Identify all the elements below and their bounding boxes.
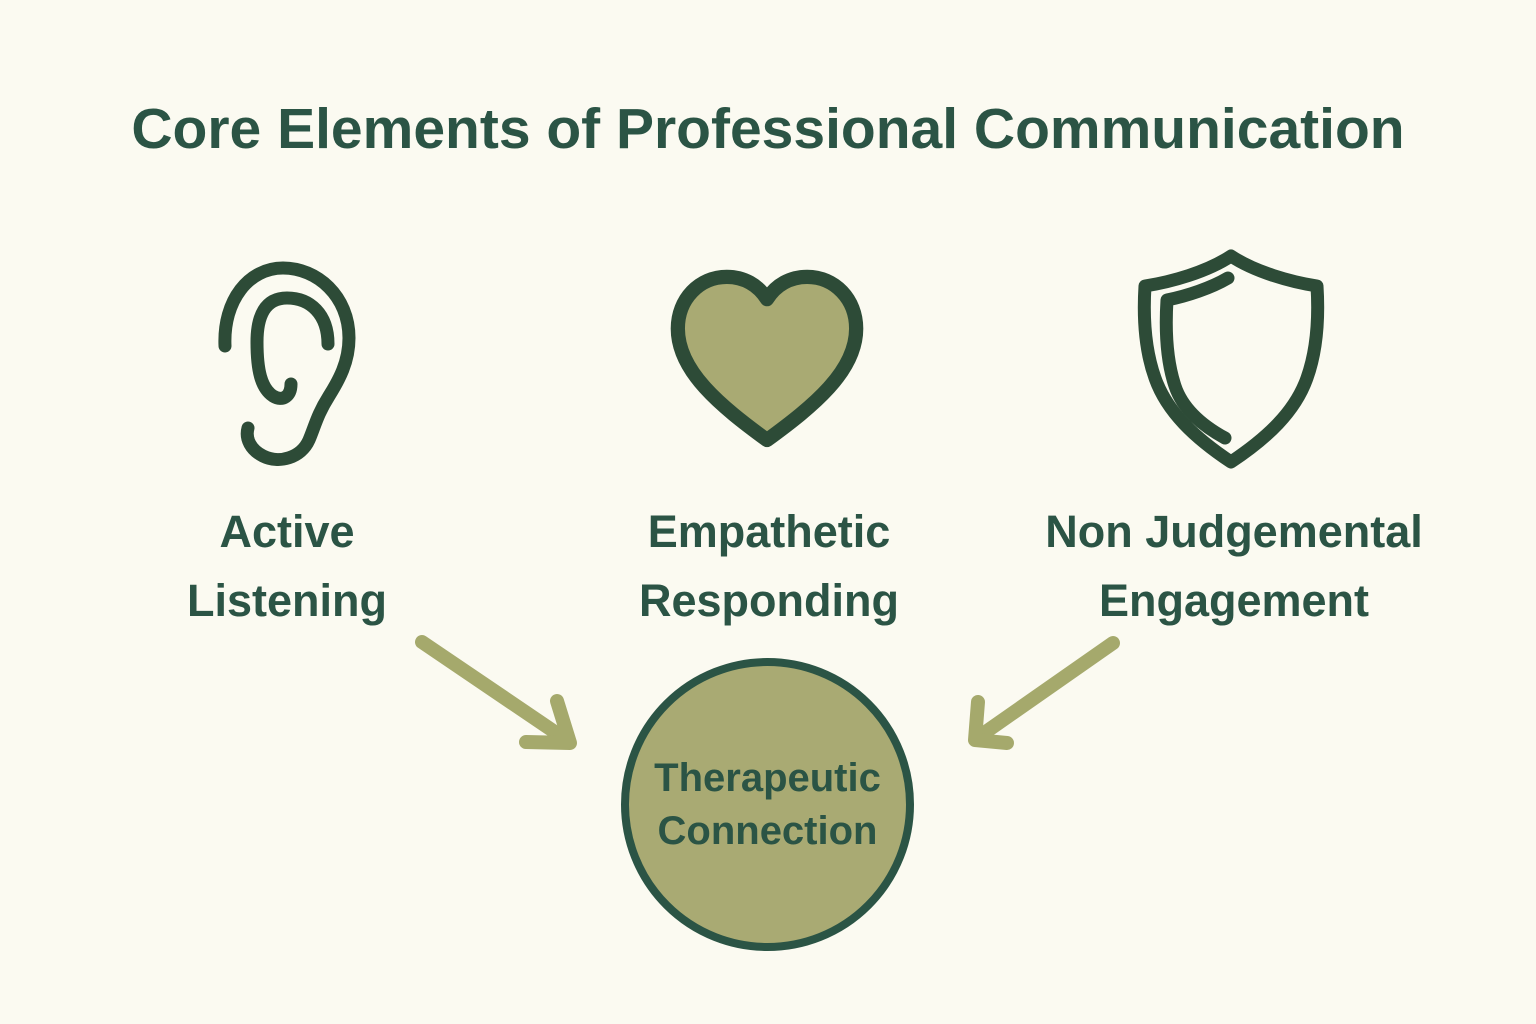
circle-label: Therapeutic Connection <box>654 755 881 853</box>
page-title: Core Elements of Professional Communicat… <box>131 97 1405 161</box>
element-label-empathetic-responding: Empathetic Responding <box>639 506 899 626</box>
arrow-left-icon <box>415 635 577 750</box>
arrow-right-icon <box>968 636 1120 750</box>
shield-icon <box>1137 249 1325 469</box>
element-label-non-judgemental-engagement: Non Judgemental Engagement <box>1045 506 1423 626</box>
therapeutic-connection-circle: Therapeutic Connection <box>621 658 914 951</box>
ear-icon <box>218 261 356 466</box>
heart-icon <box>670 269 864 448</box>
element-label-active-listening: Active Listening <box>187 506 387 626</box>
